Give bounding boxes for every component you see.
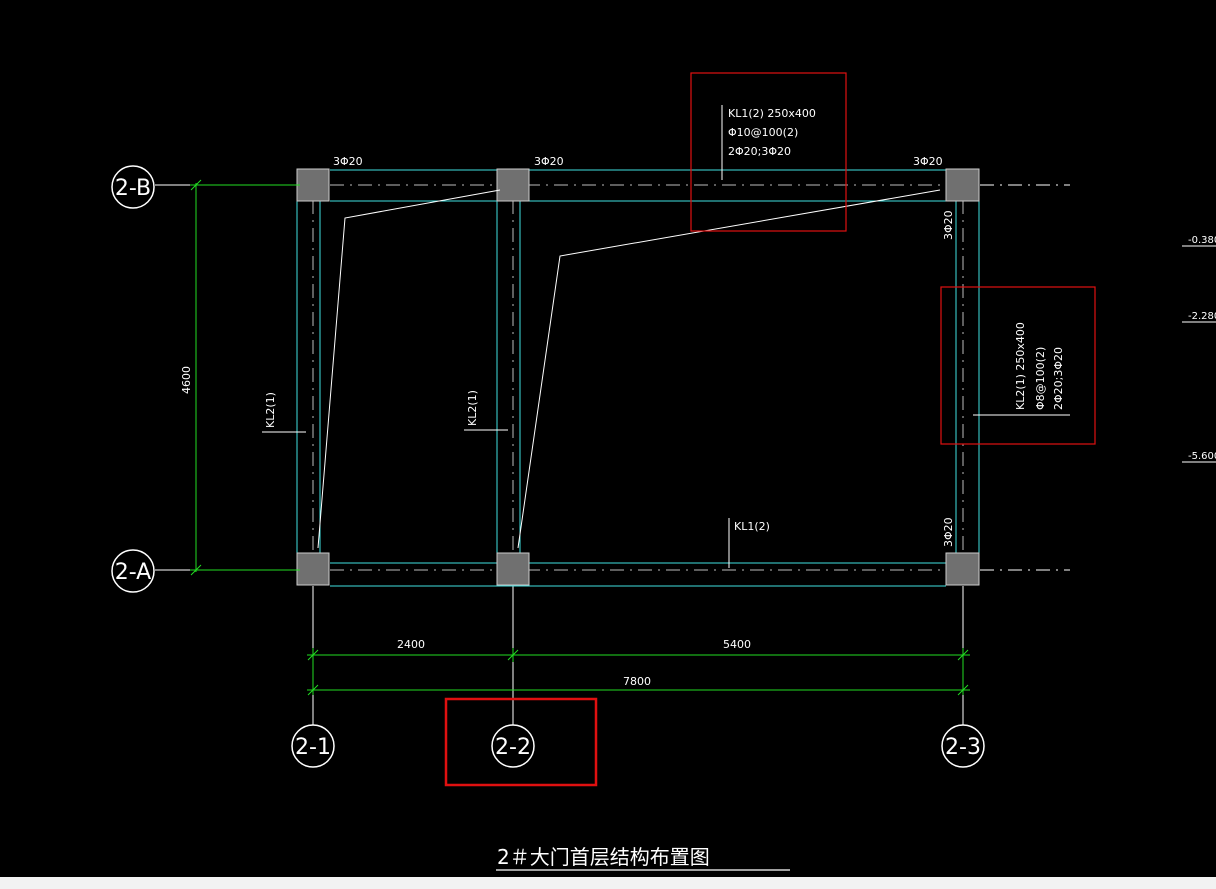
column-2A-2 [496, 552, 530, 586]
highlight-callout-top [690, 72, 847, 232]
callout-right-line3: 2Φ20;3Φ20 [1052, 347, 1065, 410]
drawing-title: 2＃大门首层结构布置图 [497, 845, 710, 869]
column-2B-1 [296, 168, 330, 202]
callout-right-line1: KL2(1) 250x400 [1014, 322, 1027, 410]
elevation-3: -5.600 [1188, 451, 1216, 462]
column-2A-3 [945, 552, 980, 586]
elevation-1: -0.380 [1188, 235, 1216, 246]
rebar-label-top-2: 3Φ20 [534, 155, 564, 168]
columns [296, 168, 980, 586]
column-2B-2 [496, 168, 530, 202]
status-strip [0, 877, 1216, 889]
axis-label-2-2: 2-2 [495, 735, 531, 760]
rebar-label-top-1: 3Φ20 [333, 155, 363, 168]
axis-bubble-2B [111, 165, 155, 209]
dimension-span-2: 5400 [723, 638, 751, 651]
column-2B-3 [945, 168, 980, 202]
column-2A-1 [296, 552, 330, 586]
dimension-total: 7800 [623, 675, 651, 688]
axis-bubble-2-1 [291, 724, 335, 768]
rebar-label-top-3: 3Φ20 [913, 155, 943, 168]
highlight-axis-2-2 [444, 697, 598, 787]
axis-label-2-3: 2-3 [945, 735, 981, 760]
axis-bubble-2A [111, 549, 155, 593]
highlight-callout-right [940, 286, 1096, 445]
callout-top-line3: 2Φ20;3Φ20 [728, 145, 791, 158]
axis-label-2A: 2-A [115, 560, 152, 585]
rebar-label-right-bottom: 3Φ20 [942, 517, 955, 547]
elevation-marks: -0.380 -2.280 -5.600 [1182, 235, 1216, 463]
callout-top-line1: KL1(2) 250x400 [728, 107, 816, 120]
axis-label-2-1: 2-1 [295, 735, 331, 760]
beam-label-middle: KL2(1) [466, 390, 479, 426]
elevation-2: -2.280 [1188, 311, 1216, 322]
beam-label-left: KL2(1) [264, 392, 277, 428]
dimension-vertical: 4600 [180, 366, 193, 394]
axis-label-2B: 2-B [115, 176, 151, 201]
dimension-lines [190, 179, 970, 696]
callout-right: KL2(1) 250x400 Φ8@100(2) 2Φ20;3Φ20 [1014, 322, 1065, 410]
callout-top: KL1(2) 250x400 Φ10@100(2) 2Φ20;3Φ20 [728, 107, 816, 158]
callout-top-line2: Φ10@100(2) [728, 126, 798, 139]
dimension-span-1: 2400 [397, 638, 425, 651]
leader-lines [262, 105, 1070, 568]
beam-label-bottom: KL1(2) [734, 520, 770, 533]
axis-bubble-2-2 [491, 724, 535, 768]
beams [296, 169, 980, 587]
axis-bubble-2-3 [941, 724, 985, 768]
axis-bubbles [111, 165, 985, 768]
callout-right-line2: Φ8@100(2) [1034, 347, 1047, 410]
rebar-label-right-top: 3Φ20 [942, 210, 955, 240]
highlight-boxes [444, 72, 1096, 787]
